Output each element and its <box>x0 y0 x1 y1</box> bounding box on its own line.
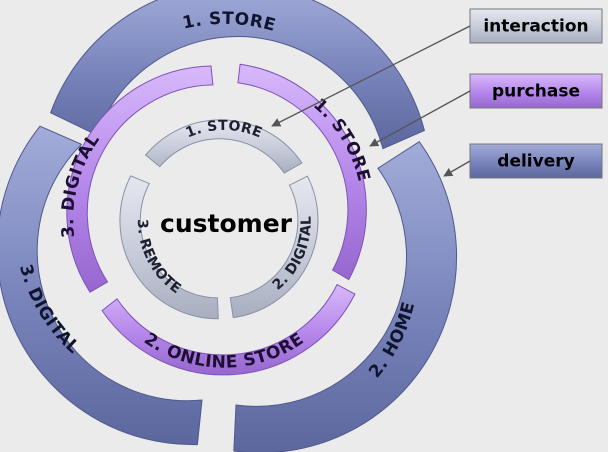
purchase-ring <box>66 63 367 376</box>
purchase-arrow <box>369 90 471 147</box>
interaction-segment-store <box>144 119 303 174</box>
legend-purchase-label: purchase <box>492 82 580 102</box>
delivery-arrow <box>443 160 471 177</box>
purchase-segment-store <box>237 63 367 281</box>
interaction-segment-digital <box>229 175 319 319</box>
delivery-segment-digital <box>0 125 203 446</box>
interaction-arrow <box>271 25 471 127</box>
purchase-segment-online <box>101 283 356 376</box>
legend-purchase: purchase <box>469 73 603 109</box>
interaction-store-label: 1. STORE <box>184 118 265 141</box>
interaction-ring <box>119 119 319 320</box>
center-customer-label: customer <box>160 209 293 238</box>
legend-interaction-swatch <box>469 8 603 44</box>
purchase-online-label: 2. ONLINE STORE <box>140 329 307 373</box>
legend-interaction-label: interaction <box>483 17 588 37</box>
legend-delivery: delivery <box>469 143 603 179</box>
legend-delivery-swatch <box>469 143 603 179</box>
legend-delivery-label: delivery <box>497 152 574 172</box>
interaction-segment-remote <box>119 175 219 320</box>
legend-purchase-swatch <box>469 73 603 109</box>
legend-connectors <box>271 25 471 177</box>
legend-interaction: interaction <box>469 8 603 44</box>
purchase-segment-digital <box>66 65 214 293</box>
delivery-segment-store <box>49 0 425 150</box>
legend: interaction purchase delivery <box>469 8 603 179</box>
